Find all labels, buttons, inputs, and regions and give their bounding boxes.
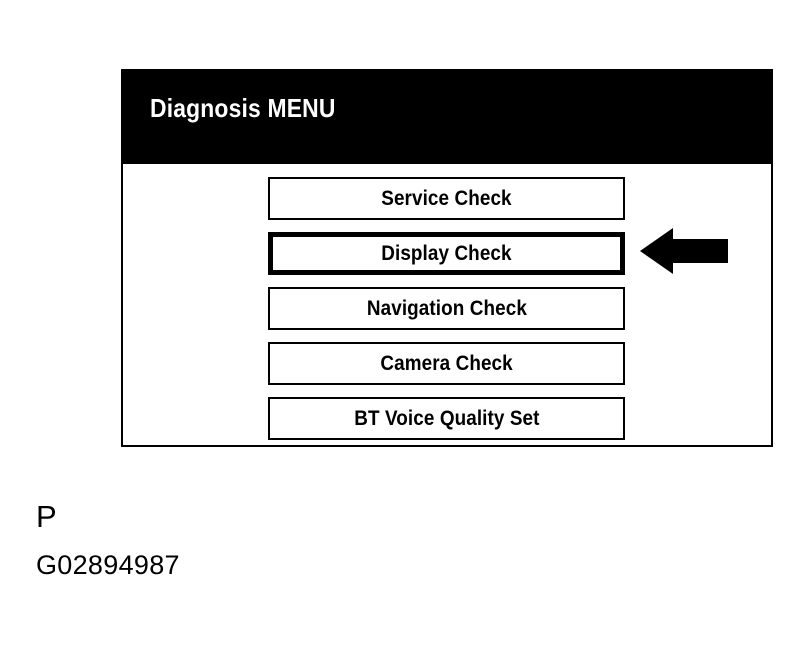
page-title: Diagnosis MENU [150,93,336,123]
arrow-left-icon [640,226,728,276]
menu-item-label: Camera Check [380,352,513,375]
menu-item-navigation-check[interactable]: Navigation Check [268,287,625,330]
menu-item-bt-voice-quality-set[interactable]: BT Voice Quality Set [268,397,625,440]
menu-item-label: Navigation Check [366,297,527,320]
caption-letter: P [36,499,57,534]
diagnosis-screen-panel: Diagnosis MENU Service Check Display Che… [121,69,773,447]
menu-item-label: BT Voice Quality Set [353,407,540,430]
screen-body: Service Check Display Check Navigation C… [123,164,771,445]
menu-item-camera-check[interactable]: Camera Check [268,342,625,385]
menu-item-label: Service Check [381,187,512,210]
menu-item-display-check[interactable]: Display Check [268,232,625,275]
screen-header-bar: Diagnosis MENU [123,71,771,164]
figure-code-label: G02894987 [36,550,180,580]
menu-item-label: Display Check [381,242,512,265]
diagnosis-menu-list: Service Check Display Check Navigation C… [123,164,771,445]
menu-item-service-check[interactable]: Service Check [268,177,625,220]
